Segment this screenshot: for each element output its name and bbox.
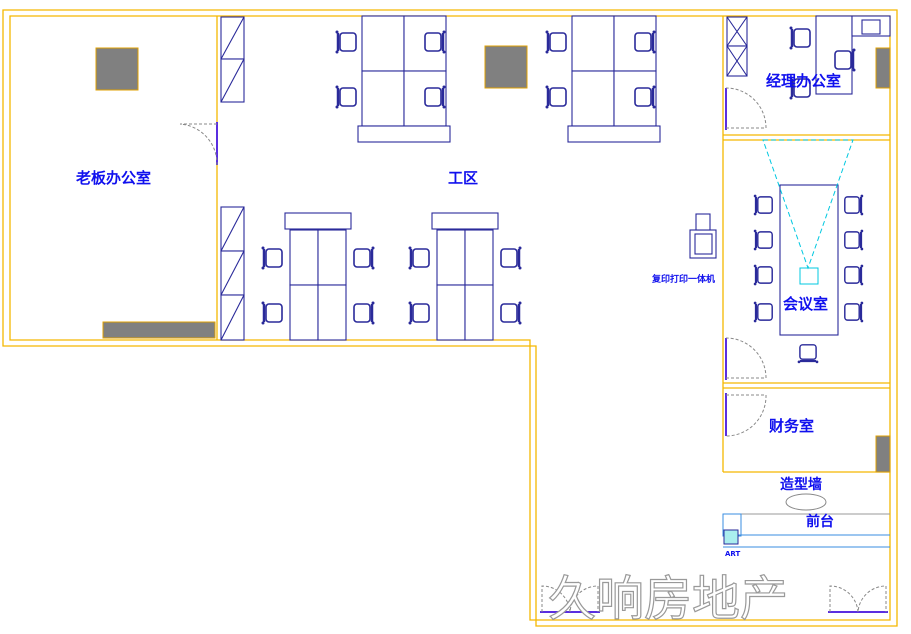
chair-icon [424,30,446,54]
chair-icon [753,229,773,251]
label-reception: 前台 [806,513,834,530]
chair-icon [500,246,522,270]
doors [179,87,888,613]
chair-icon [753,264,773,286]
storage-cabinets [220,16,748,341]
room-label-finance-room: 财务室 [769,417,814,435]
chair-icon [424,85,446,109]
chair-icon [634,30,656,54]
chair-icon [335,30,357,54]
room-label-work-area: 工区 [448,169,478,187]
chair-icon [797,344,819,364]
room-label-manager-office: 经理办公室 [766,72,841,90]
chair-icon [634,85,656,109]
column-block [484,45,528,89]
copier-icon [689,213,717,259]
chairs [261,26,864,364]
chair-icon [261,246,283,270]
label-art: ART [725,550,740,558]
projection-cone [762,139,854,270]
reception-desk [722,493,890,548]
workstations [284,15,661,341]
manager-cabinet [875,47,891,89]
feature-wall-decor-icon [785,493,827,511]
chair-icon [844,194,864,216]
chair-icon [500,301,522,325]
chair-icon [408,301,430,325]
chair-icon [408,246,430,270]
boss-cabinet [102,321,216,339]
label-feature-wall: 造型墙 [780,476,822,493]
room-label-meeting-room: 会议室 [783,295,828,313]
chair-icon [834,48,856,72]
chair-icon [753,301,773,323]
watermark: 久响房地产 [548,571,788,627]
chair-icon [844,301,864,323]
chair-icon [545,85,567,109]
chair-icon [753,194,773,216]
chair-icon [545,30,567,54]
chair-icon [353,301,375,325]
chair-icon [353,246,375,270]
chair-icon [261,301,283,325]
boss-desk-block [95,47,139,91]
finance-cabinet [875,435,891,473]
chair-icon [789,76,811,100]
art-icon [723,529,739,545]
chair-icon [335,85,357,109]
label-copier: 复印打印一体机 [651,273,715,285]
chair-icon [844,229,864,251]
chair-icon [789,26,811,50]
projector-screen [799,267,819,285]
room-label-boss-office: 老板办公室 [75,169,151,187]
chair-icon [844,264,864,286]
printer-icon [861,19,881,35]
